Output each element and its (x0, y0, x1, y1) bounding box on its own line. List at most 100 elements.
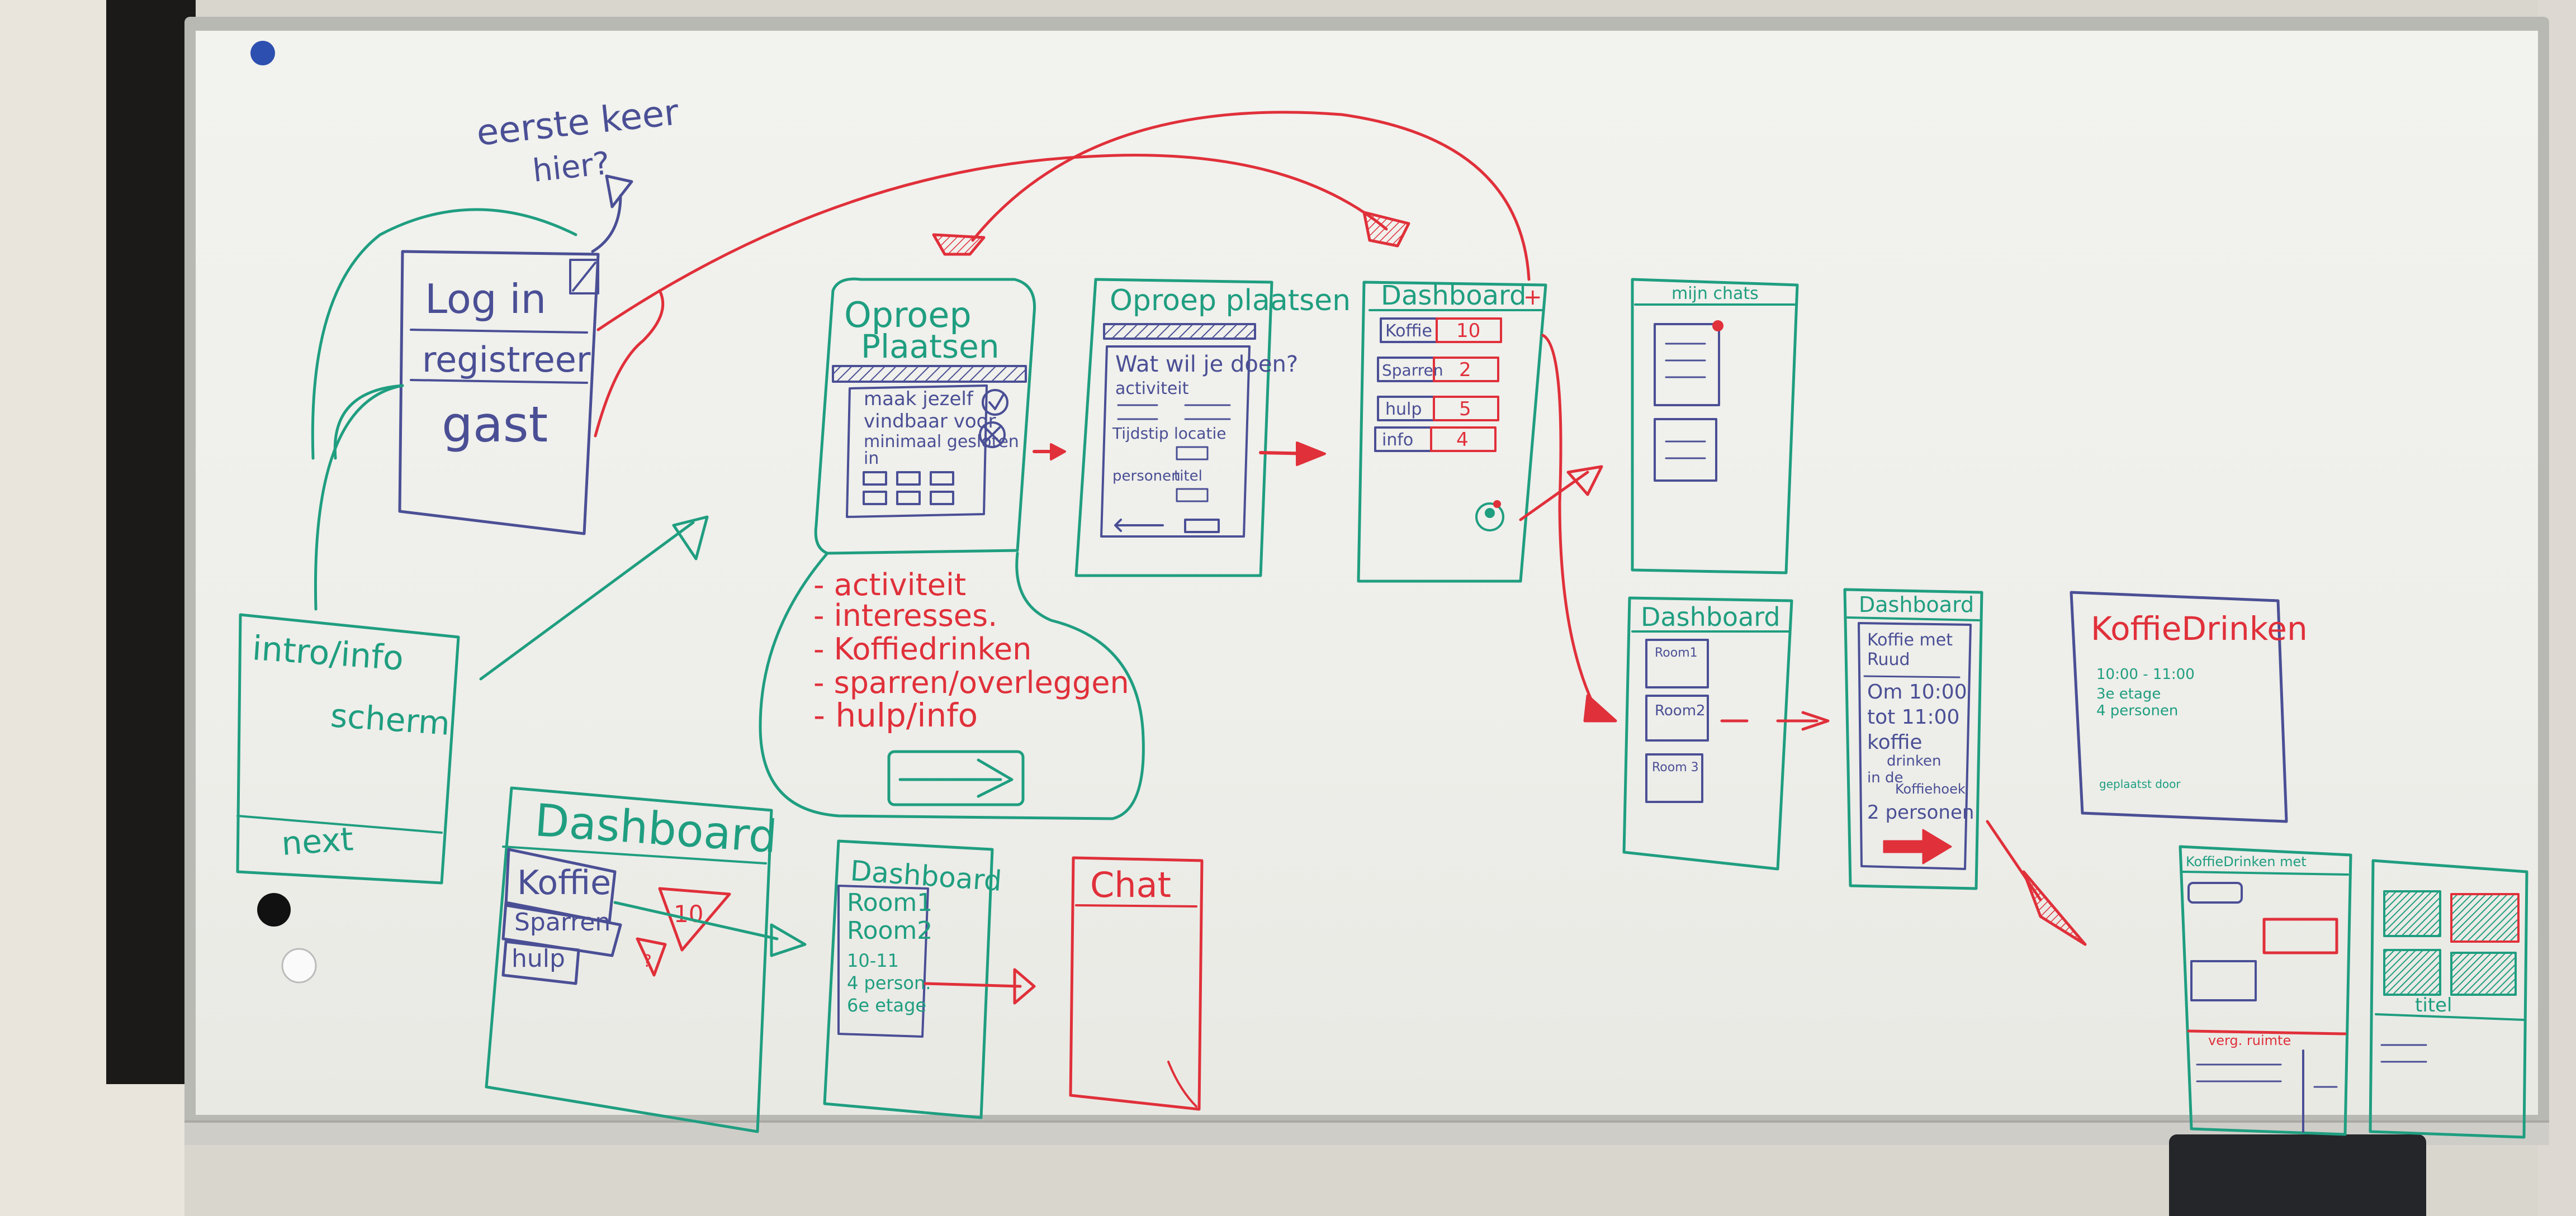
oproep-card-1: Oproep Plaatsen maak jezelf vindbaar voo… (814, 277, 1036, 555)
detail-line-2: Ruud (1867, 650, 1910, 669)
arrowhead-dash-chats (1566, 465, 1603, 496)
oproep-card-2: Oproep plaatsen Wat wil je doen? activit… (1074, 278, 1351, 577)
register-text: registreer (422, 339, 591, 380)
koffiedrinken-card: KoffieDrinken 10:00 - 11:00 3e etage 4 p… (2070, 591, 2308, 823)
blue-magnet (250, 41, 275, 65)
oproep2-activity: activiteit (1115, 379, 1189, 398)
intro-divider (236, 815, 443, 834)
dash-small-line-5: 6e etage (847, 995, 926, 1016)
oproep1-line-3: minimaal gesloten (864, 432, 1019, 452)
login-divider-2 (410, 379, 588, 384)
bubble-2 (2262, 918, 2338, 954)
arrowhead-dash-rooms (1583, 694, 1617, 723)
option-koffiedrinken: - Koffiedrinken (813, 631, 1031, 667)
oproep2-titel: titel (1174, 468, 1202, 484)
dashboard-small-card: Dashboard Room1 Room2 10-11 4 person. 6e… (823, 839, 1036, 1119)
dash-top-rows: Koffie 10 Sparren 2 hulp 5 info 4 (1374, 317, 1502, 452)
intro-next: next (280, 820, 354, 863)
chat-item-2 (1654, 418, 1717, 482)
dash-bottom-arrowhead (770, 923, 807, 957)
dash-small-line-2: Room2 (847, 916, 932, 945)
user-icon-head (1485, 508, 1495, 518)
detail-title-line (1846, 616, 1980, 621)
dash-bottom-title: Dashboard (533, 794, 779, 863)
koffie-chat-frame (2179, 845, 2352, 1136)
next-button-sketch (887, 750, 1025, 806)
intro-frame (236, 613, 460, 885)
guest-text: gast (442, 396, 548, 453)
dash-top-title: Dashboard (1381, 280, 1526, 311)
dash-bottom-title-line (502, 846, 767, 864)
connector-login (311, 208, 577, 460)
arc-login-dashboard (596, 154, 1388, 331)
detail-inner (1858, 622, 1972, 870)
koffie-chat-header: KoffieDrinken met (2186, 854, 2307, 870)
oproep2-title: Oproep plaatsen (1110, 284, 1351, 317)
arc-guest (594, 289, 665, 438)
options-bubble: - activiteit - interesses. - Koffiedrink… (759, 552, 1145, 820)
login-divider-1 (410, 329, 588, 334)
row-info-value-box (1430, 426, 1497, 452)
row-hulp-value-box (1433, 396, 1499, 421)
dash-bottom-small-badge (636, 937, 667, 977)
intro-arrow (479, 521, 695, 681)
dash-small-arrowhead (1013, 968, 1036, 1005)
oproep2-locatie-field (1176, 446, 1209, 460)
koffie-card-title: KoffieDrinken (2091, 610, 2308, 648)
row-sparren-label: Sparren (1382, 361, 1443, 379)
chats-title: mijn chats (1671, 284, 1759, 303)
option-activiteit: - activiteit (813, 567, 966, 602)
intro-card: intro/info scherm next (236, 515, 709, 885)
detail-line-1: Koffie met (1867, 630, 1953, 650)
gallery-tile-4 (2450, 952, 2517, 996)
row-sparren-value-box (1433, 357, 1499, 382)
chat-unread-dot (1712, 320, 1723, 331)
question-arrowhead (605, 174, 633, 208)
oproep2-question: Wat wil je doen? (1115, 352, 1298, 377)
dash-top-plus: + (1523, 284, 1542, 310)
dash-small-line-1: Room1 (847, 889, 932, 917)
oproep2-send-button (1184, 519, 1220, 533)
cross-icon (979, 421, 1006, 448)
row-koffie-label: Koffie (1385, 321, 1432, 341)
detail-line-4: tot 11:00 (1867, 706, 1959, 729)
rooms-title: Dashboard (1641, 602, 1781, 632)
room-3-label: Room 3 (1652, 761, 1699, 775)
koffie-chat-input-line (2187, 1029, 2347, 1036)
dashboard-rooms-card: Dashboard Room1 Room2 Room 3 (1622, 596, 1793, 871)
gallery-tile-2 (2450, 893, 2520, 943)
detail-title: Dashboard (1859, 592, 1974, 617)
room-1-label: Room1 (1655, 646, 1698, 660)
oproep1-frame (814, 277, 1036, 555)
dash-small-line-3: 10-11 (847, 950, 899, 971)
dash-bottom-question: ? (643, 952, 652, 971)
detail-line-7: in de (1867, 770, 1903, 786)
koffie-chat-card: KoffieDrinken met verg. ruimte (2179, 845, 2352, 1136)
gallery-title: titel (2415, 994, 2452, 1016)
arc-arrowhead-oproep (932, 233, 986, 256)
koffie-card-time: 10:00 - 11:00 (2096, 666, 2195, 683)
chat-item-2-lines (1665, 440, 1706, 459)
bubble-3 (2190, 960, 2257, 1001)
oproep2-header-bar (1103, 323, 1256, 340)
dash-bottom-frame (485, 786, 773, 1133)
koffie-card-frame (2070, 591, 2288, 823)
mijn-chats-card: mijn chats (1631, 278, 1799, 574)
arrowhead-detail-next (2022, 870, 2087, 946)
connector-register (314, 384, 404, 611)
intro-title: intro/info (251, 629, 405, 678)
chat-mark (1167, 1061, 1197, 1108)
arc-arrowhead-dashboard (1362, 211, 1410, 248)
row-info-value: 4 (1456, 429, 1469, 451)
dashboard-top-card: Dashboard + Koffie 10 Sparren 2 hulp 5 i… (1357, 280, 1547, 583)
oproep1-line-1: maak jezelf (864, 388, 974, 410)
black-magnet (257, 893, 291, 927)
chats-frame (1631, 278, 1799, 574)
dash-bottom-arrow (613, 901, 779, 940)
gallery-card: titel (2369, 859, 2528, 1139)
thumb-5 (896, 491, 921, 505)
oproep2-tijdstip: Tijdstip (1112, 424, 1169, 443)
login-frame (398, 250, 600, 535)
eraser-holder (2169, 1134, 2426, 1216)
